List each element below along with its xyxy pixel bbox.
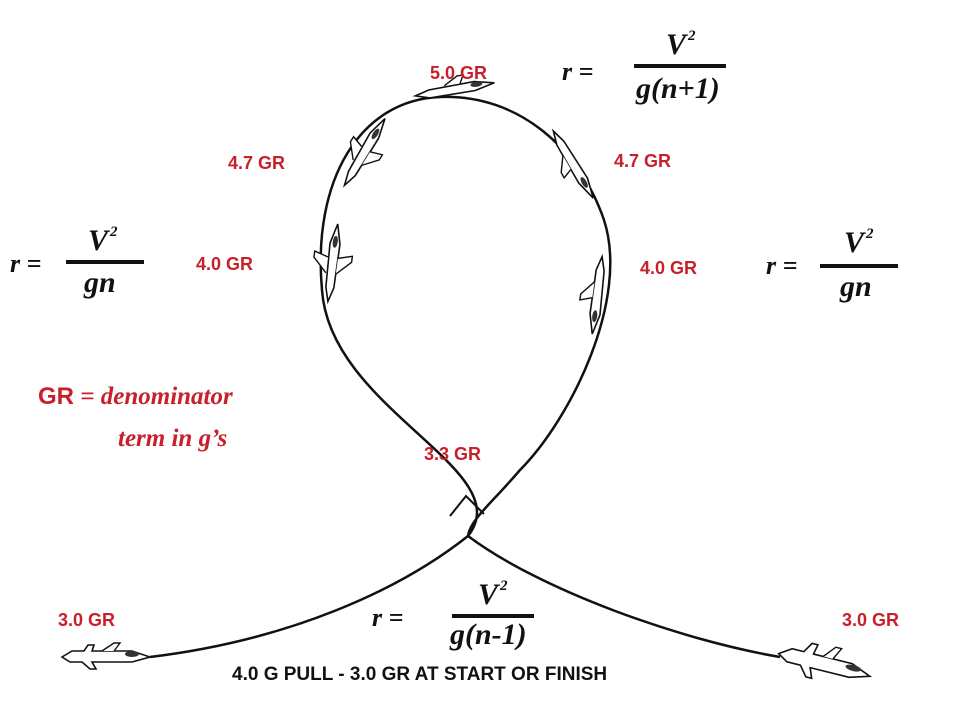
gr-label-upper-left: 4.7 GR (228, 153, 285, 173)
equation-bottom-power: 2 (499, 578, 508, 594)
aircraft-upper-right-icon (551, 128, 594, 199)
gr-definition-note: GR = denominator term in g’s (38, 383, 233, 452)
gr-label-start: 3.0 GR (58, 610, 115, 630)
gr-label-finish: 3.0 GR (842, 610, 899, 630)
equation-left-lhs: r = (10, 249, 41, 278)
equation-bottom: r = V 2 g(n-1) (372, 578, 534, 651)
equation-right-denominator: gn (839, 270, 872, 303)
aircraft-start-icon (60, 642, 153, 670)
equation-top-denominator: g(n+1) (635, 72, 720, 105)
gr-label-top: 5.0 GR (430, 63, 487, 83)
note-line-1: GR = denominator (38, 383, 233, 410)
equation-left-denominator: gn (83, 266, 116, 299)
equation-right-power: 2 (865, 226, 874, 242)
equation-bottom-numerator: V (478, 578, 501, 611)
note-abbr: GR (38, 383, 74, 410)
aircraft-finish-icon (777, 642, 873, 680)
gr-label-crossover: 3.3 GR (424, 444, 481, 464)
equation-left-power: 2 (109, 224, 118, 240)
equation-top-numerator: V (666, 28, 689, 61)
equation-right: r = V 2 gn (766, 226, 898, 303)
aircraft-mid-left-icon (313, 223, 354, 305)
equation-top-lhs: r = (562, 57, 593, 86)
equation-right-lhs: r = (766, 251, 797, 280)
note-text-1: = denominator (74, 383, 233, 410)
aircraft-upper-left-icon (342, 118, 386, 188)
equation-left-numerator: V (88, 224, 111, 257)
aircraft-top-icon (412, 74, 495, 99)
gr-label-mid-right: 4.0 GR (640, 258, 697, 278)
diagram-caption: 4.0 G PULL - 3.0 GR AT START OR FINISH (232, 664, 607, 685)
equation-left: r = V 2 gn (10, 224, 144, 299)
equation-top: r = V 2 g(n+1) (562, 28, 726, 105)
gr-label-upper-right: 4.7 GR (614, 151, 671, 171)
gr-label-mid-left: 4.0 GR (196, 254, 253, 274)
equation-bottom-lhs: r = (372, 603, 403, 632)
equation-right-numerator: V (844, 226, 867, 259)
flight-path-loop (149, 95, 781, 659)
right-angle-marker (449, 494, 485, 517)
equation-top-power: 2 (687, 28, 696, 44)
aircraft-mid-right-icon (579, 253, 605, 335)
equation-bottom-denominator: g(n-1) (449, 618, 527, 651)
note-line-2: term in g’s (118, 425, 227, 452)
